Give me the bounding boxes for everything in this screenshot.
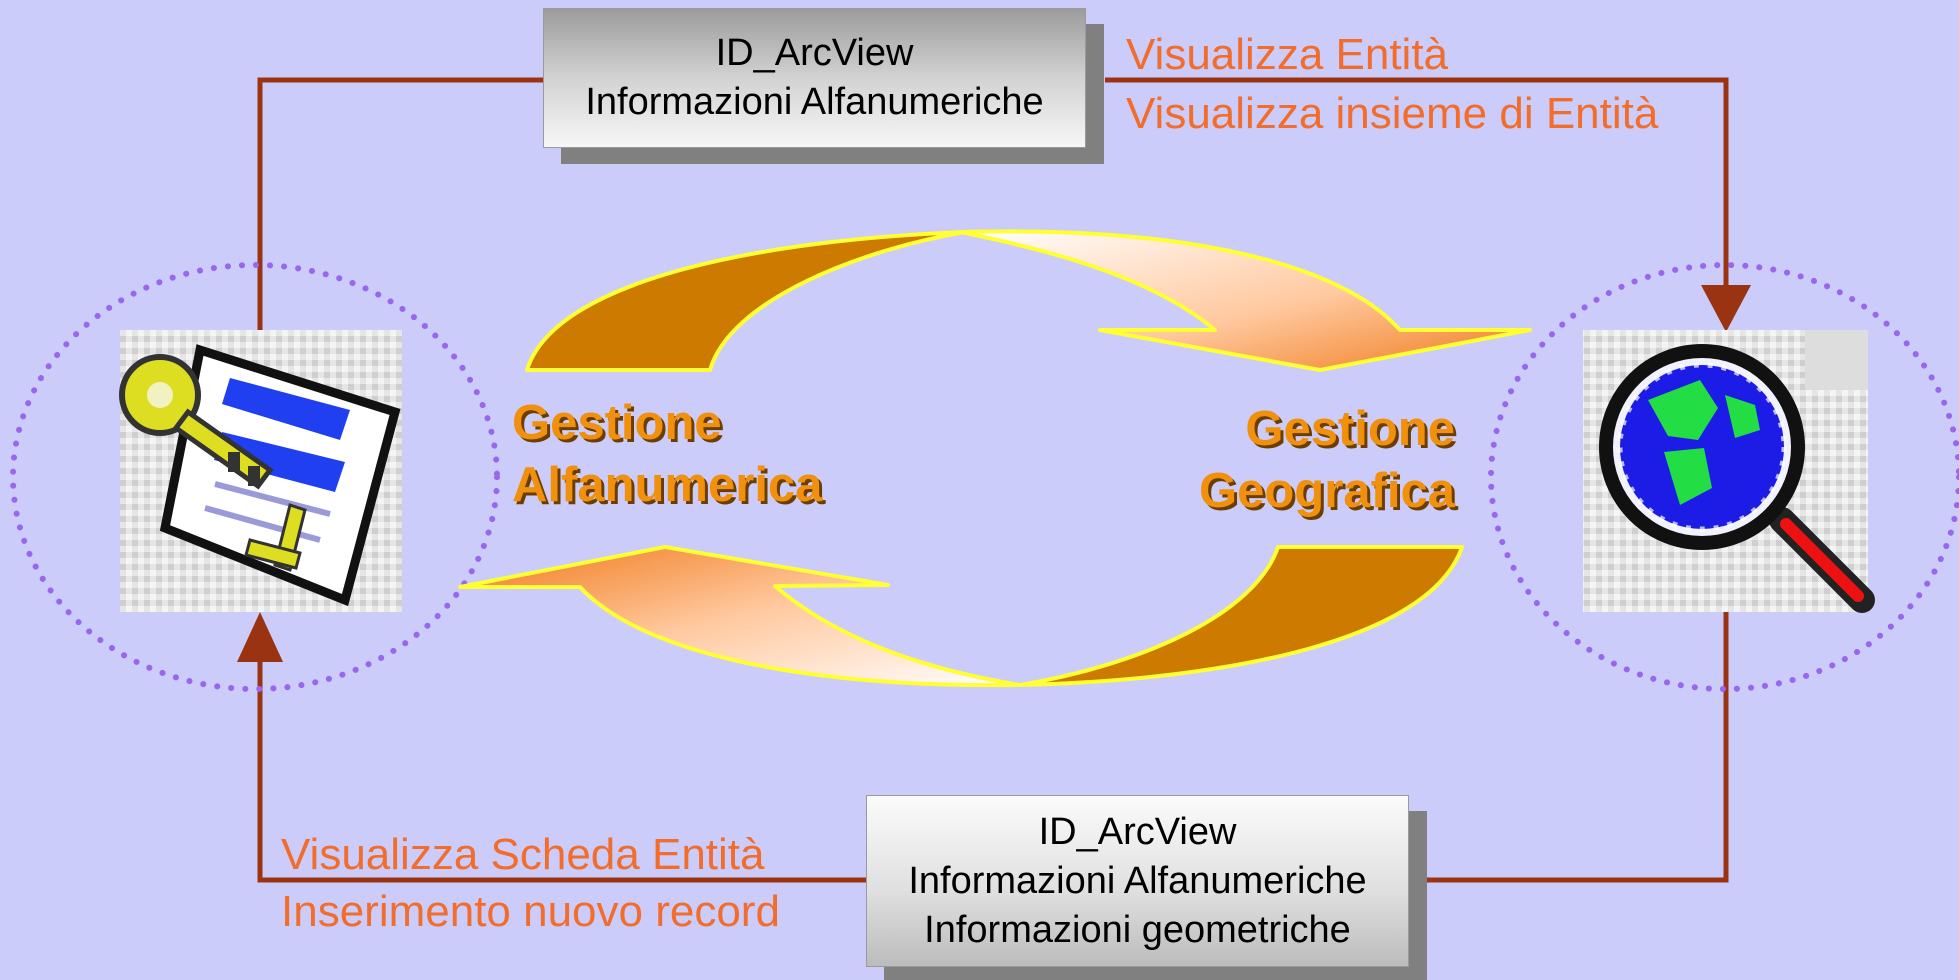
arrowhead-down (1701, 285, 1751, 332)
info-box-top-alfanumeriche: Informazioni Alfanumeriche (585, 81, 1044, 123)
node-title-alfanumerica: Gestione Alfanumerica (512, 392, 822, 516)
node-title-left-line1: Gestione (512, 396, 722, 450)
info-box-top: ID_ArcView Informazioni Alfanumeriche (543, 8, 1086, 148)
node-title-right-line1: Gestione (1245, 402, 1455, 456)
action-visualizza-scheda: Visualizza Scheda Entità (281, 830, 765, 879)
info-box-bottom-alfanumeriche: Informazioni Alfanumeriche (908, 859, 1367, 902)
action-visualizza-entita: Visualizza Entità (1126, 30, 1449, 79)
action-visualizza-insieme: Visualizza insieme di Entità (1126, 89, 1659, 138)
info-box-bottom-geometriche: Informazioni geometriche (924, 908, 1351, 951)
key-card-icon (119, 330, 402, 612)
node-title-geografica: Gestione Geografica (1010, 398, 1455, 522)
node-title-right-line2: Geografica (1199, 464, 1455, 518)
right-node-ellipse (1488, 262, 1959, 692)
info-box-top-id: ID_ArcView (715, 32, 914, 74)
arrowhead-up (237, 612, 283, 662)
info-box-bottom: ID_ArcView Informazioni Alfanumeriche In… (866, 795, 1409, 967)
connector-bottom (257, 612, 1729, 883)
cycle-arrow-top (525, 229, 1532, 372)
node-title-left-line2: Alfanumerica (512, 458, 823, 512)
action-inserimento-record: Inserimento nuovo record (281, 887, 780, 936)
connector-top (257, 77, 1729, 332)
magnifier-globe-icon (1583, 330, 1875, 613)
cycle-arrow-bottom (458, 545, 1464, 688)
left-node-ellipse (10, 262, 500, 692)
info-box-bottom-id: ID_ArcView (1038, 810, 1237, 853)
